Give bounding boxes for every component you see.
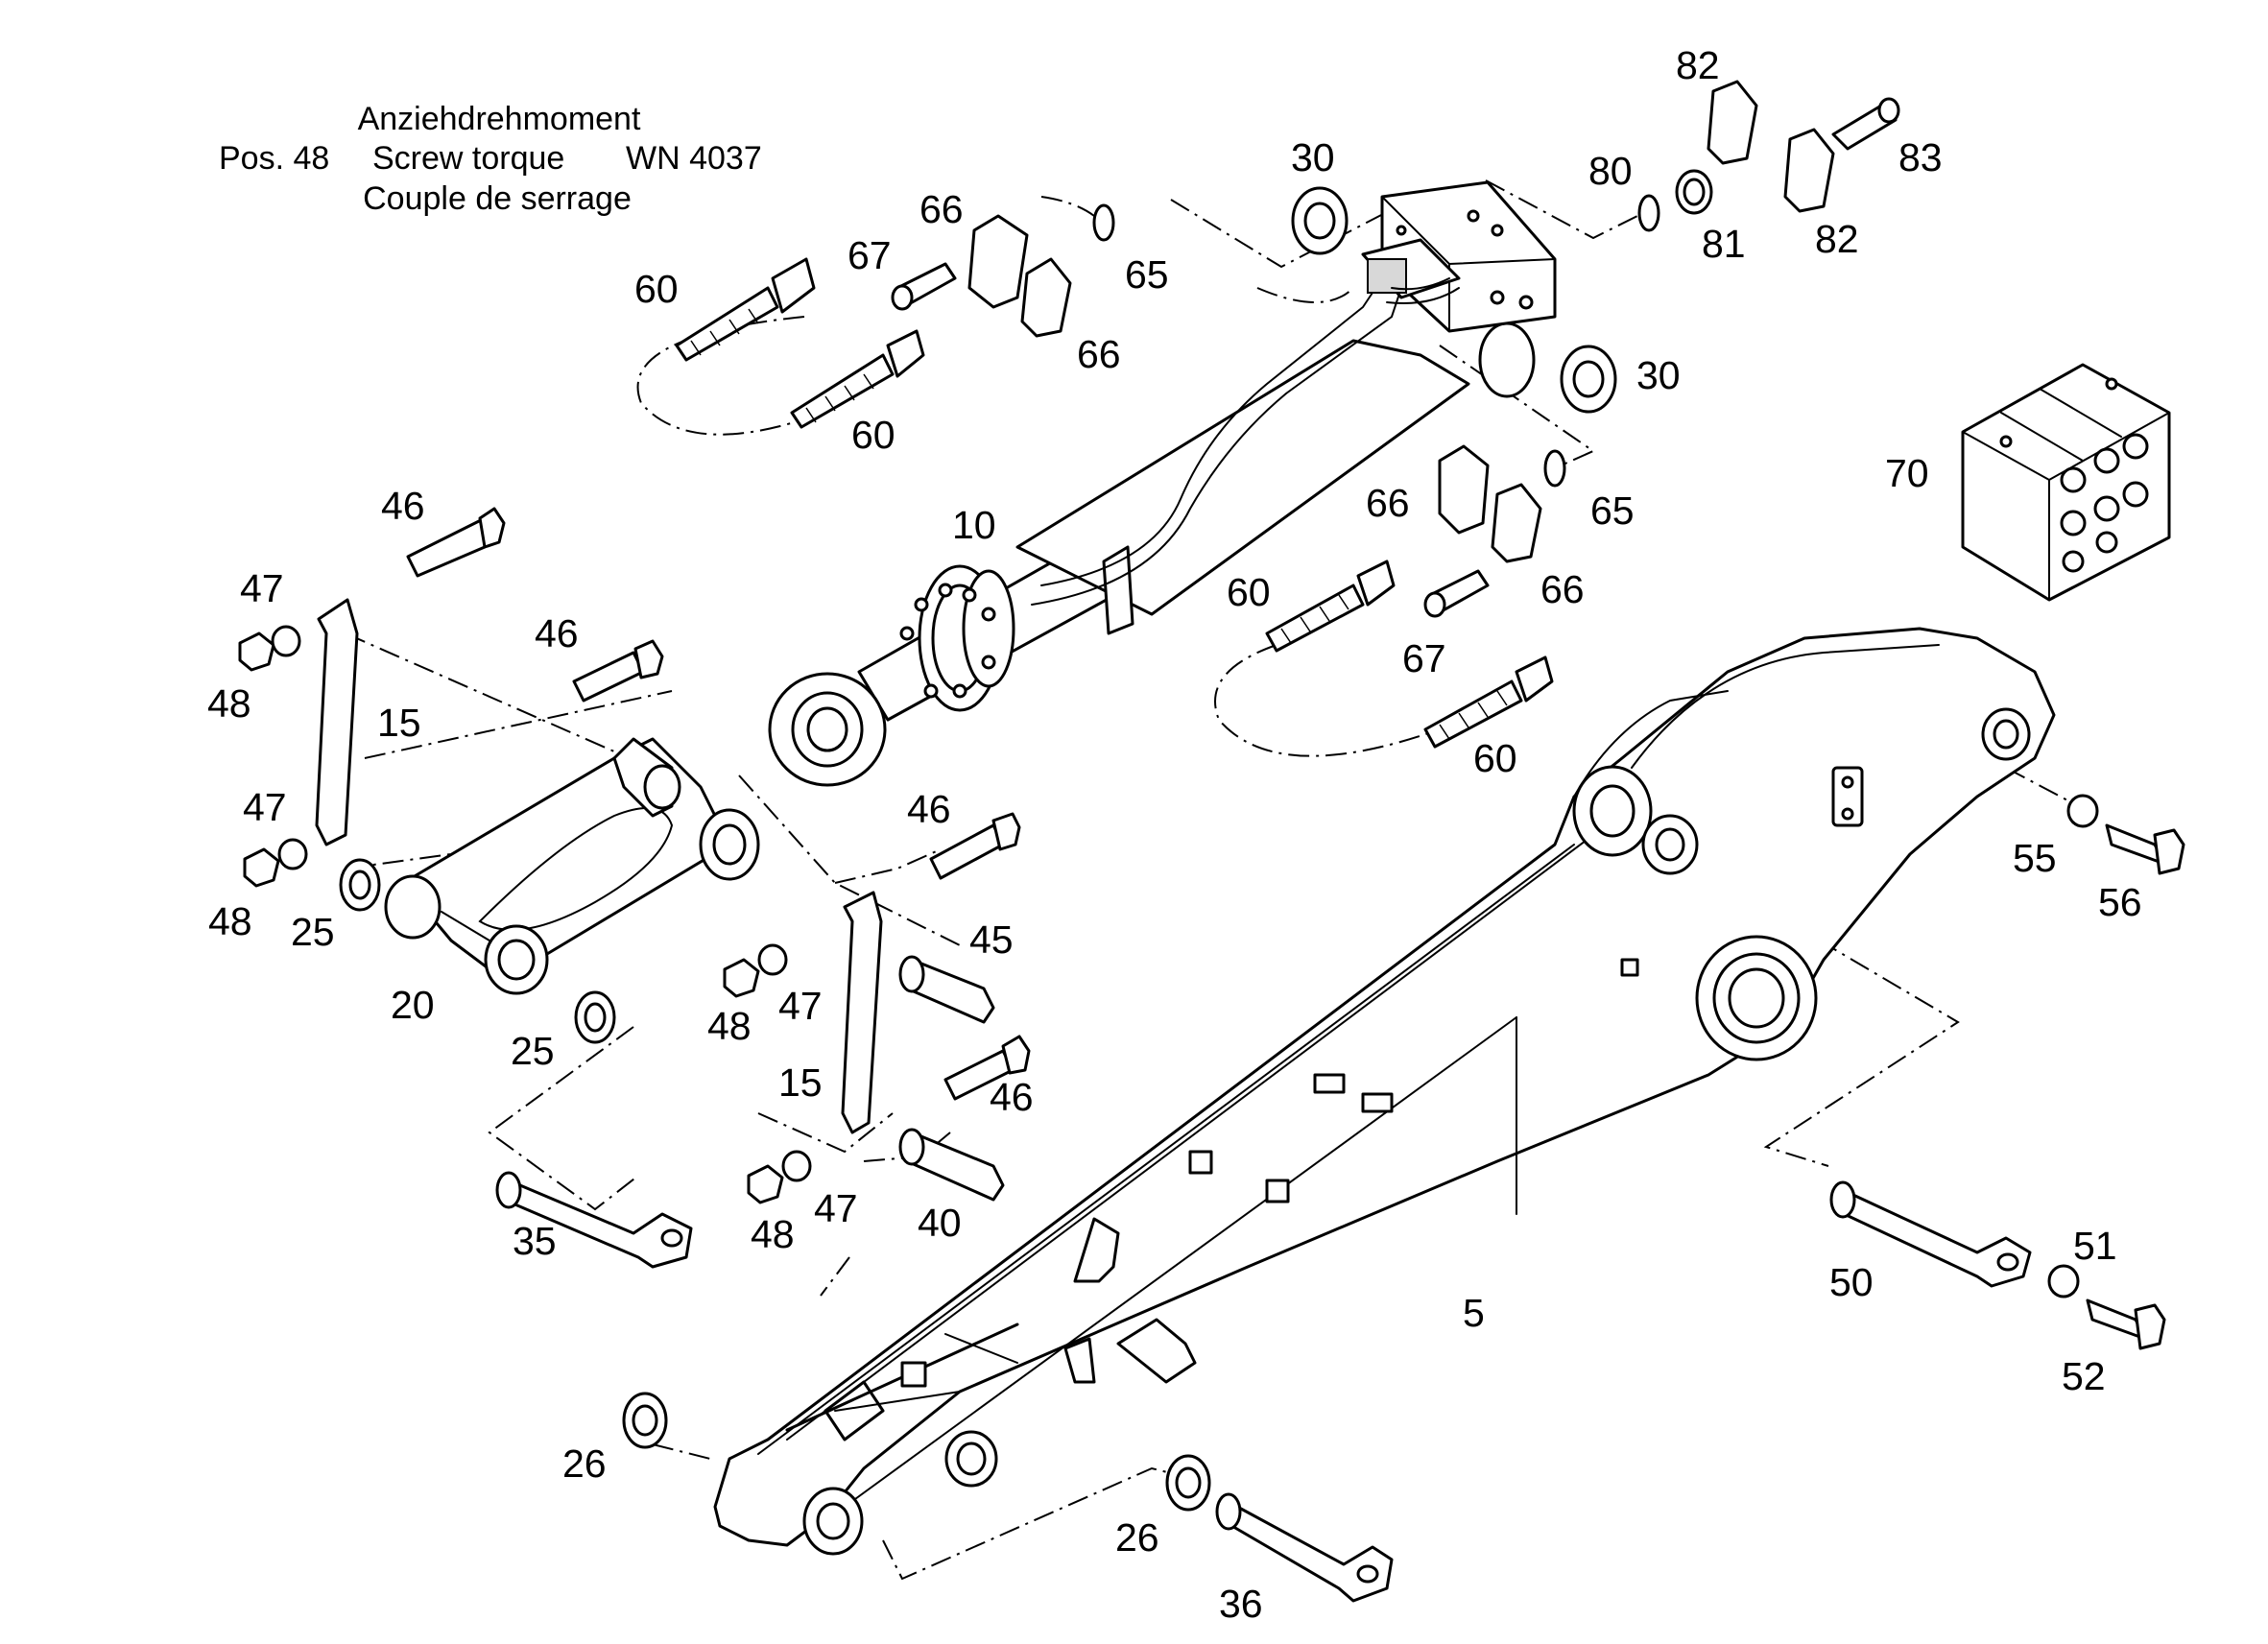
callout-50: 50	[1829, 1260, 1874, 1304]
callout-26: 26	[1115, 1515, 1159, 1560]
callout-25: 25	[511, 1029, 555, 1073]
callout-66: 66	[919, 187, 964, 231]
callout-55: 55	[2013, 836, 2057, 880]
callout-81: 81	[1702, 222, 1746, 266]
torque-note: Anziehdrehmoment Pos. 48 Screw torque WN…	[219, 101, 762, 217]
callout-36: 36	[1219, 1582, 1263, 1626]
callout-40: 40	[918, 1201, 962, 1245]
torque-note-standard: WN 4037	[626, 140, 762, 177]
torque-note-line3: Couple de serrage	[363, 180, 632, 217]
callout-30: 30	[1291, 135, 1335, 179]
callout-47: 47	[814, 1186, 858, 1230]
valve-module	[1961, 363, 2171, 602]
callout-70: 70	[1885, 451, 1929, 495]
callout-46: 46	[381, 484, 425, 528]
callout-82: 82	[1676, 43, 1720, 87]
callout-67: 67	[848, 233, 892, 277]
callout-46: 46	[907, 787, 951, 831]
callout-5: 5	[1463, 1291, 1485, 1335]
callout-46: 46	[990, 1075, 1034, 1119]
callout-66: 66	[1540, 567, 1585, 611]
callout-66: 66	[1077, 332, 1121, 376]
callout-47: 47	[778, 984, 823, 1028]
callout-47: 47	[240, 566, 284, 610]
callout-60: 60	[634, 267, 679, 311]
callout-26: 26	[562, 1441, 607, 1486]
torque-note-line1: Anziehdrehmoment	[358, 101, 641, 137]
callout-60: 60	[1473, 736, 1517, 780]
callout-15: 15	[377, 701, 421, 745]
callout-65: 65	[1125, 252, 1169, 297]
valve-block-assembly	[1361, 180, 1557, 333]
boom-arm	[713, 627, 2056, 1556]
callout-labels: 82 83 30 80 81 82 66 67 65 60 66 30 60 7…	[207, 43, 2142, 1626]
callout-83: 83	[1898, 135, 1943, 179]
callout-15: 15	[778, 1060, 823, 1105]
callout-30: 30	[1636, 353, 1681, 397]
callout-51: 51	[2073, 1224, 2117, 1268]
callout-67: 67	[1402, 636, 1446, 680]
callout-56: 56	[2098, 880, 2142, 924]
callout-60: 60	[851, 413, 895, 457]
callout-46: 46	[535, 611, 579, 655]
connecting-link	[384, 737, 760, 995]
callout-47: 47	[243, 785, 287, 829]
callout-48: 48	[208, 899, 252, 943]
callout-48: 48	[707, 1004, 752, 1048]
callout-45: 45	[969, 917, 1014, 962]
callout-82: 82	[1815, 217, 1859, 261]
callout-66: 66	[1366, 481, 1410, 525]
callout-35: 35	[513, 1219, 557, 1263]
callout-20: 20	[391, 983, 435, 1027]
callout-48: 48	[207, 681, 251, 726]
torque-note-label: Screw torque	[372, 140, 564, 177]
hydraulic-cylinder	[768, 277, 1536, 787]
callout-80: 80	[1588, 149, 1633, 193]
callout-10: 10	[952, 503, 996, 547]
callout-52: 52	[2062, 1354, 2106, 1398]
torque-note-position: Pos. 48	[219, 140, 329, 177]
callout-48: 48	[751, 1212, 795, 1256]
callout-60: 60	[1227, 570, 1271, 614]
callout-65: 65	[1590, 488, 1635, 533]
hardware-parts	[238, 80, 2185, 1603]
callout-25: 25	[291, 910, 335, 954]
